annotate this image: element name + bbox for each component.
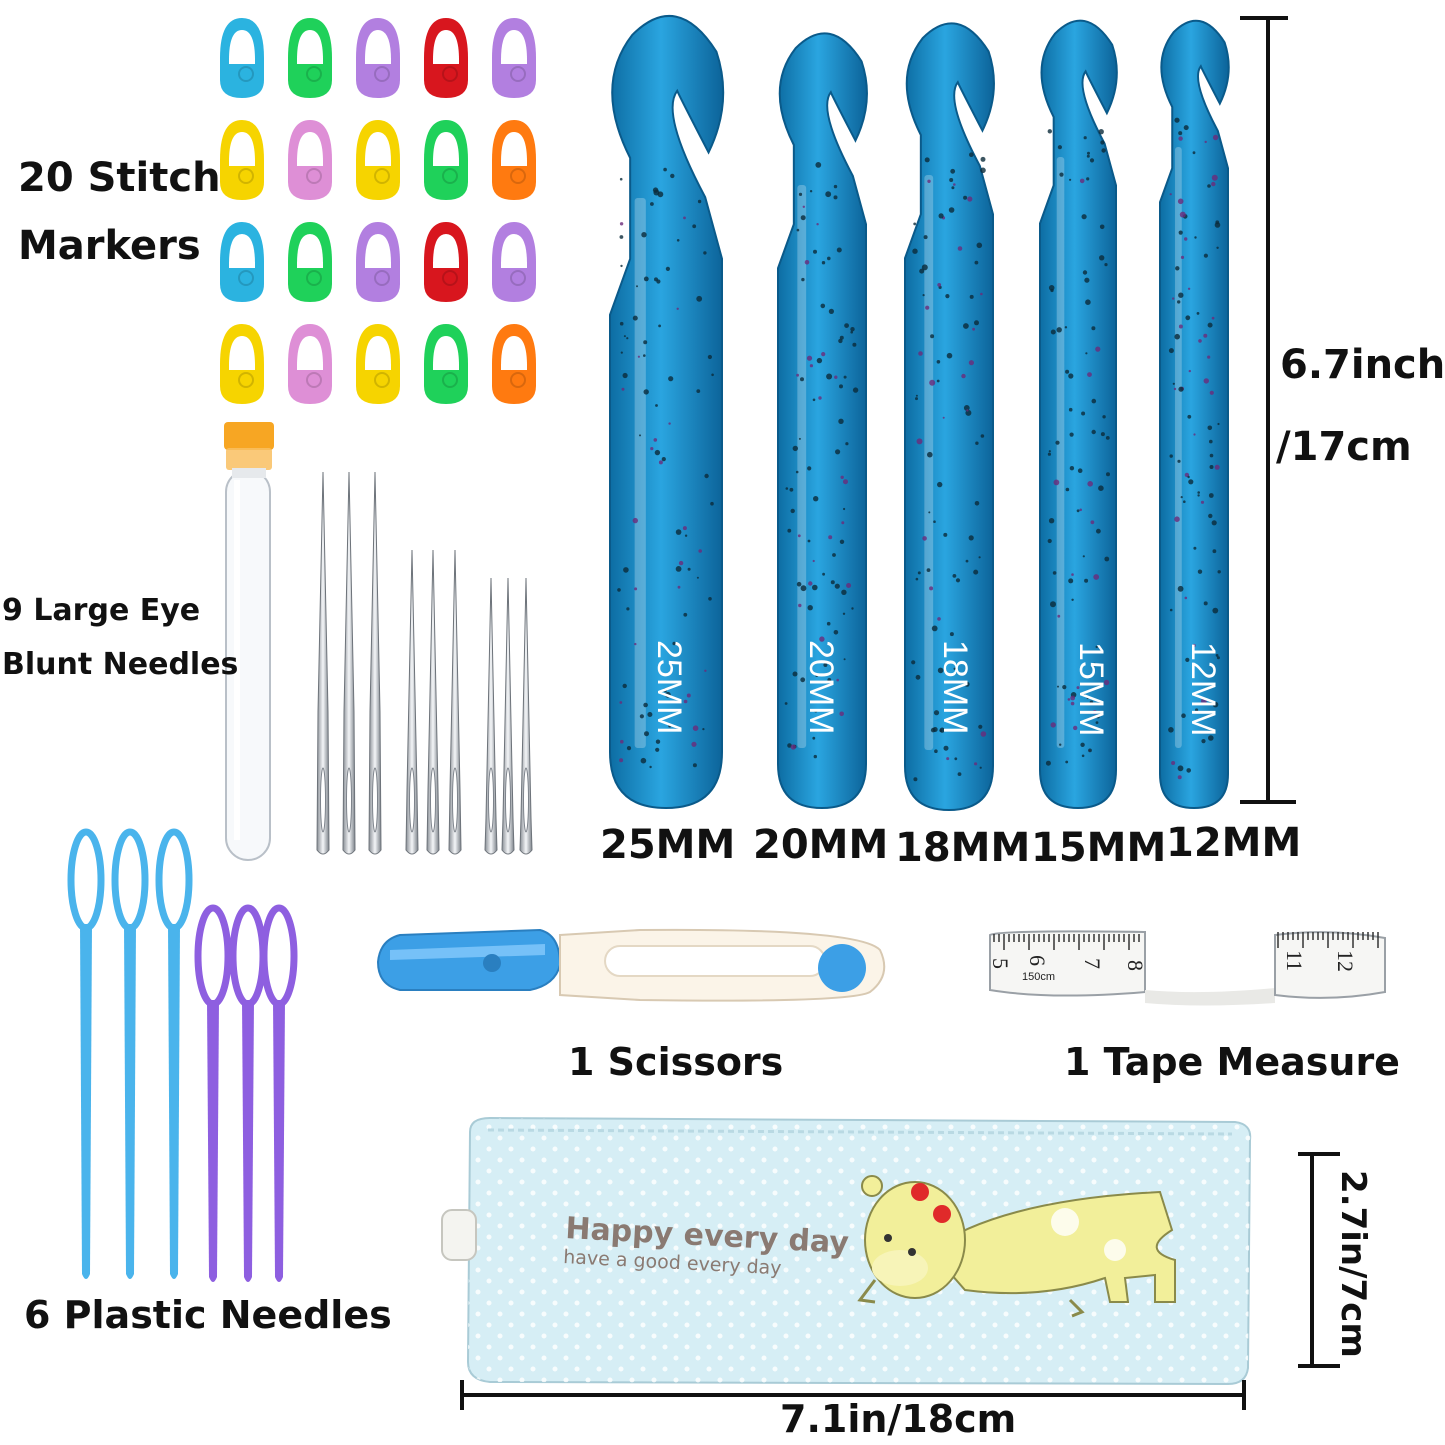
metal-needle [368,471,382,855]
stitch-marker [492,222,536,302]
stitch-marker [220,222,264,302]
stitch-marker [220,324,264,404]
tape-measure-illustration [989,930,1386,1006]
bag-width-label: 7.1in/18cm [780,1397,1017,1441]
stitch-markers-label-line1: 20 Stitch [18,155,221,201]
plastic-needle [67,828,105,1279]
stitch-markers-label-line2: Markers [18,223,201,269]
tape-measure-label: 1 Tape Measure [1064,1040,1400,1084]
metal-needle [316,471,330,855]
metal-needle [405,549,419,855]
hook-height-bracket [1240,16,1296,804]
hook-length-label-line1: 6.7inch [1280,342,1445,388]
metal-needle [501,577,515,855]
hook-size-label-25: 25MM [600,822,736,868]
crochet-hook [1039,19,1118,810]
stitch-marker [492,324,536,404]
stitch-marker [356,222,400,302]
stitch-marker [492,18,536,98]
stitch-marker [220,120,264,200]
crochet-hook [609,15,725,810]
hook-size-label-12: 12MM [1166,820,1302,866]
hook-size-label-18: 18MM [895,825,1031,871]
stitch-marker [220,18,264,98]
metal-needle [426,549,440,855]
plastic-needle [111,828,149,1279]
stitch-marker [424,324,468,404]
stitch-marker [288,324,332,404]
metal-needle [484,577,498,855]
pencil-bag-illustration [441,1116,1252,1386]
stitch-marker [288,120,332,200]
stitch-marker [288,222,332,302]
plastic-needle [194,904,232,1282]
large-eye-blunt-needles [316,471,533,855]
stitch-marker [492,120,536,200]
scissors-illustration [376,928,886,1002]
scissors-label: 1 Scissors [568,1040,784,1084]
crochet-hook [904,22,995,812]
hook-size-label-15: 15MM [1031,825,1167,871]
plastic-needles [67,828,298,1282]
stitch-marker [356,120,400,200]
plastic-needle [155,828,193,1279]
stitch-marker [356,18,400,98]
stitch-marker [288,18,332,98]
stitch-marker [424,120,468,200]
plastic-needles-label: 6 Plastic Needles [24,1293,392,1337]
plastic-needle [260,904,298,1282]
crochet-hooks [609,15,1230,812]
bag-width-bracket [460,1380,1246,1410]
bag-height-bracket [1298,1152,1340,1368]
stitch-marker [424,18,468,98]
hook-size-label-20: 20MM [753,822,889,868]
stitch-markers-group [220,18,536,404]
hook-length-label-line2: /17cm [1276,424,1412,470]
blunt-needles-label-line1: 9 Large Eye [2,593,201,628]
needle-tube [224,422,274,861]
blunt-needles-label-line2: Blunt Needles [2,647,239,682]
metal-needle [519,577,533,855]
stitch-marker [356,324,400,404]
metal-needle [448,549,462,855]
stitch-marker [424,222,468,302]
crochet-hook [777,32,868,810]
metal-needle [342,471,356,855]
crochet-hook [1159,19,1230,810]
plastic-needle [229,904,267,1282]
